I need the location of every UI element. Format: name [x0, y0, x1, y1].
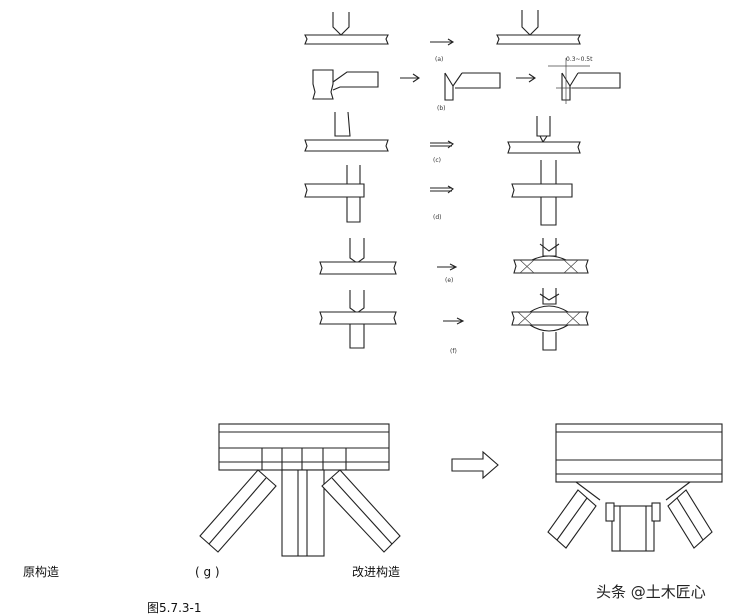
- dimension-label: 0.3~0.5t: [566, 56, 593, 63]
- detail-b-original: [312, 69, 379, 100]
- detail-b-mid: [444, 72, 501, 101]
- label-d: (d): [433, 214, 442, 221]
- arrow-a: [430, 38, 455, 46]
- arrow-c: [430, 140, 454, 149]
- big-arrow: [451, 450, 499, 480]
- original-construction: [199, 423, 401, 557]
- detail-e-improved: [513, 238, 589, 274]
- detail-b-improved: [548, 58, 621, 104]
- label-g: ( g ): [195, 565, 220, 579]
- detail-d-improved: [511, 160, 573, 226]
- label-a: (a): [435, 56, 443, 63]
- figure-caption: 图5.7.3-1: [147, 601, 202, 615]
- detail-f-improved: [511, 288, 589, 351]
- watermark: 头条 @土木匠心: [596, 583, 706, 601]
- detail-e-original: [319, 238, 397, 275]
- label-original-construction: 原构造: [23, 565, 60, 579]
- label-e: (e): [445, 277, 453, 284]
- detail-a-original: [304, 12, 389, 45]
- arrow-d: [430, 185, 454, 194]
- improved-construction: [547, 423, 723, 552]
- detail-d-original: [304, 165, 365, 223]
- arrow-e: [437, 263, 458, 271]
- detail-c-original: [304, 111, 389, 152]
- arrow-b1: [400, 73, 420, 83]
- arrow-f: [443, 317, 465, 325]
- label-b: (b): [437, 105, 446, 112]
- arrow-b2: [516, 73, 536, 83]
- label-improved-construction: 改进构造: [352, 565, 401, 579]
- label-f: (f): [450, 348, 457, 355]
- detail-f-original: [319, 290, 397, 349]
- detail-a-improved: [496, 10, 581, 45]
- label-c: (c): [433, 157, 441, 164]
- detail-c-improved: [507, 116, 581, 154]
